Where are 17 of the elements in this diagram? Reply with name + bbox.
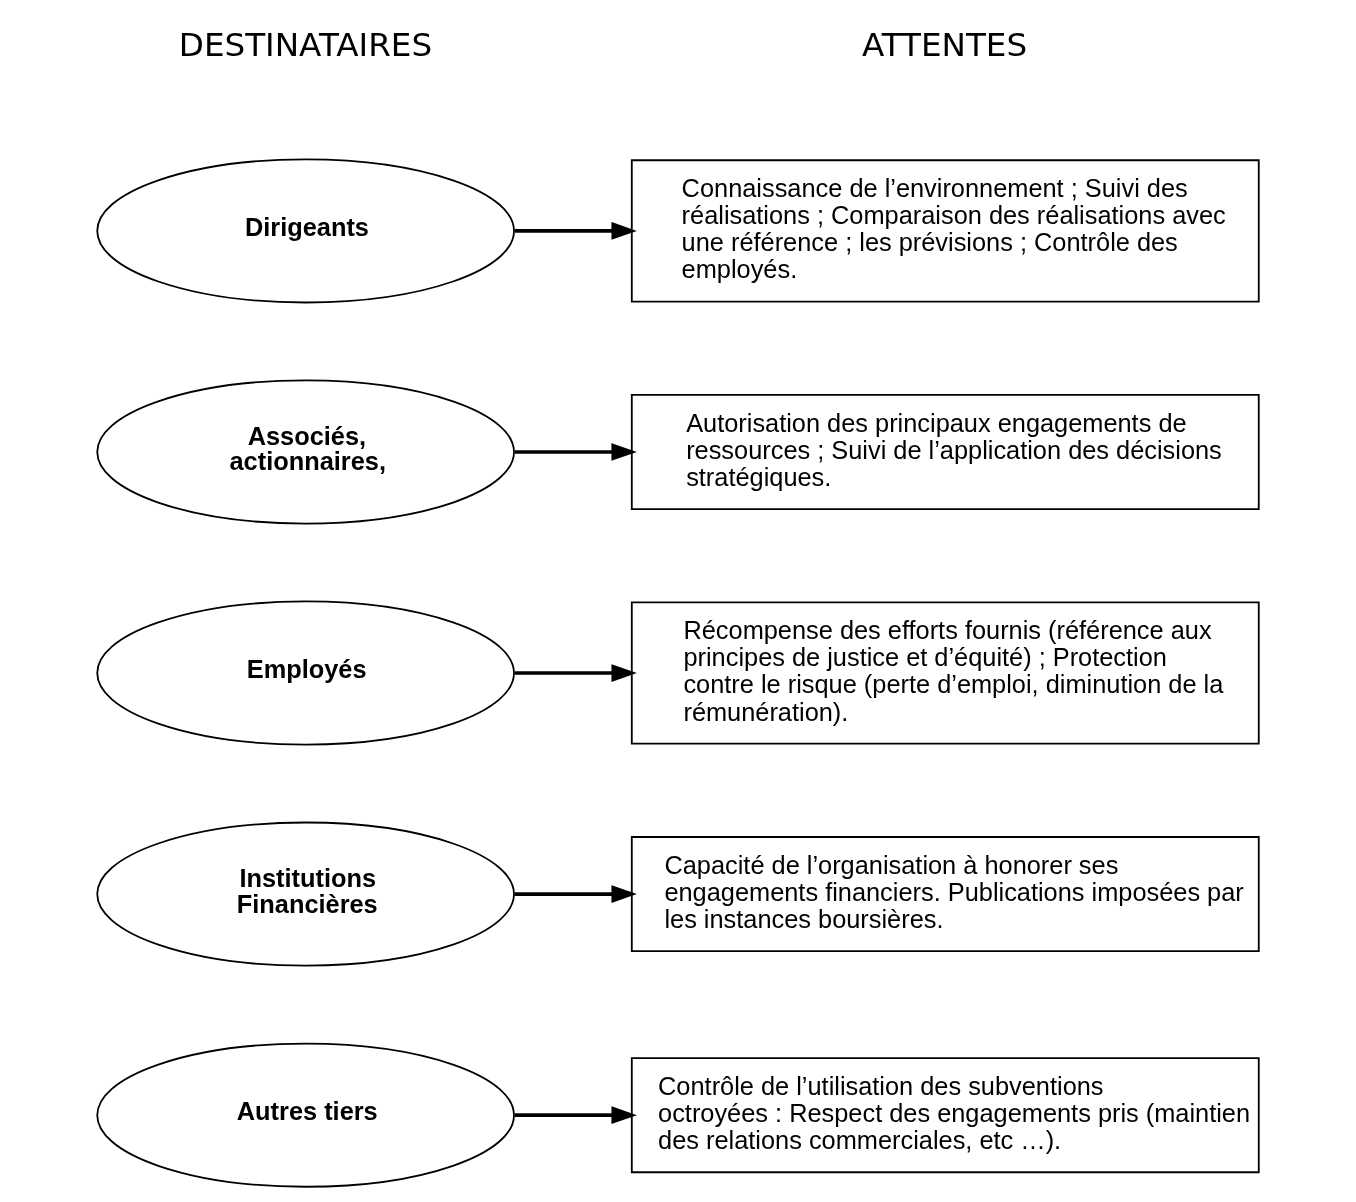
node-box: Autorisation des principaux engagements de ressources ; Suivi de l’application des décisions stratégiques. xyxy=(630,393,1260,510)
arrow xyxy=(514,1106,637,1125)
node-box: Connaissance de l’environnement ; Suivi des réalisations ; Comparaison des réalisations avec une référence ; les prévisions ; Contrôle des employés. xyxy=(630,159,1260,303)
node-ellipse: Employés xyxy=(96,600,515,746)
label: ATTENTES xyxy=(861,25,1028,64)
node-ellipse: Autres tiers xyxy=(96,1042,515,1188)
arrow xyxy=(514,664,637,682)
arrow xyxy=(514,222,637,240)
arrow xyxy=(514,443,637,461)
node-box: Contrôle de l’utilisation des subventions octroyées : Respect des engagements pris (maintien des relations commerciales, etc …). xyxy=(630,1057,1260,1174)
node-ellipse: Institutions Financières xyxy=(96,821,515,967)
node-box: Récompense des efforts fournis (référence aux principes de justice et d’équité) ; Protection contre le risque (perte d’emploi, diminution de la rémunération). xyxy=(630,601,1260,745)
arrow xyxy=(514,885,637,903)
node-box: Capacité de l’organisation à honorer ses engagements financiers. Publications imposées par les instances boursières. xyxy=(630,836,1260,953)
node-ellipse: Associés, actionnaires, xyxy=(96,379,515,525)
label: DESTINATAIRES xyxy=(178,25,433,64)
node-ellipse: Dirigeants xyxy=(96,158,515,304)
